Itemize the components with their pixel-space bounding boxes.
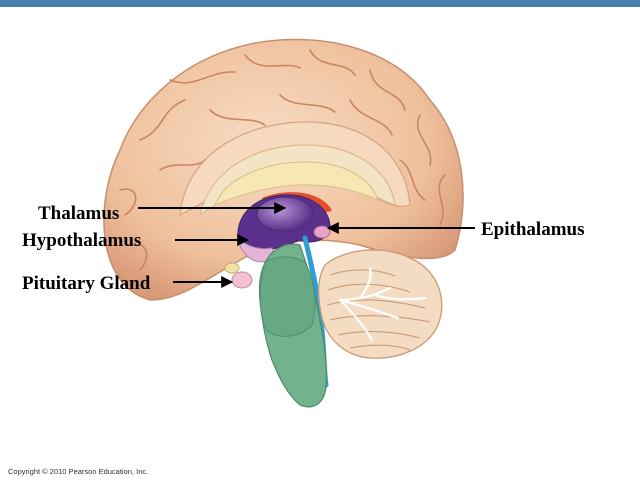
lateral-ventricle	[214, 161, 379, 206]
arbor-vitae	[338, 266, 427, 342]
cerebellar-folia	[326, 269, 431, 351]
mammillary-body	[224, 262, 240, 274]
thalamus-structure	[256, 196, 314, 232]
top-bar	[0, 0, 640, 7]
pointer-arrows	[138, 202, 475, 288]
label-pituitary-gland: Pituitary Gland	[22, 273, 151, 294]
label-hypothalamus: Hypothalamus	[22, 230, 142, 251]
pineal-gland	[313, 225, 331, 239]
label-thalamus: Thalamus	[38, 203, 120, 224]
cerebral-gyri	[119, 49, 446, 271]
label-epithalamus: Epithalamus	[481, 219, 585, 240]
pituitary-structure	[231, 271, 253, 289]
copyright-notice: Copyright © 2010 Pearson Education, Inc.	[8, 467, 149, 476]
pons	[259, 256, 316, 337]
cerebellum	[317, 249, 443, 359]
